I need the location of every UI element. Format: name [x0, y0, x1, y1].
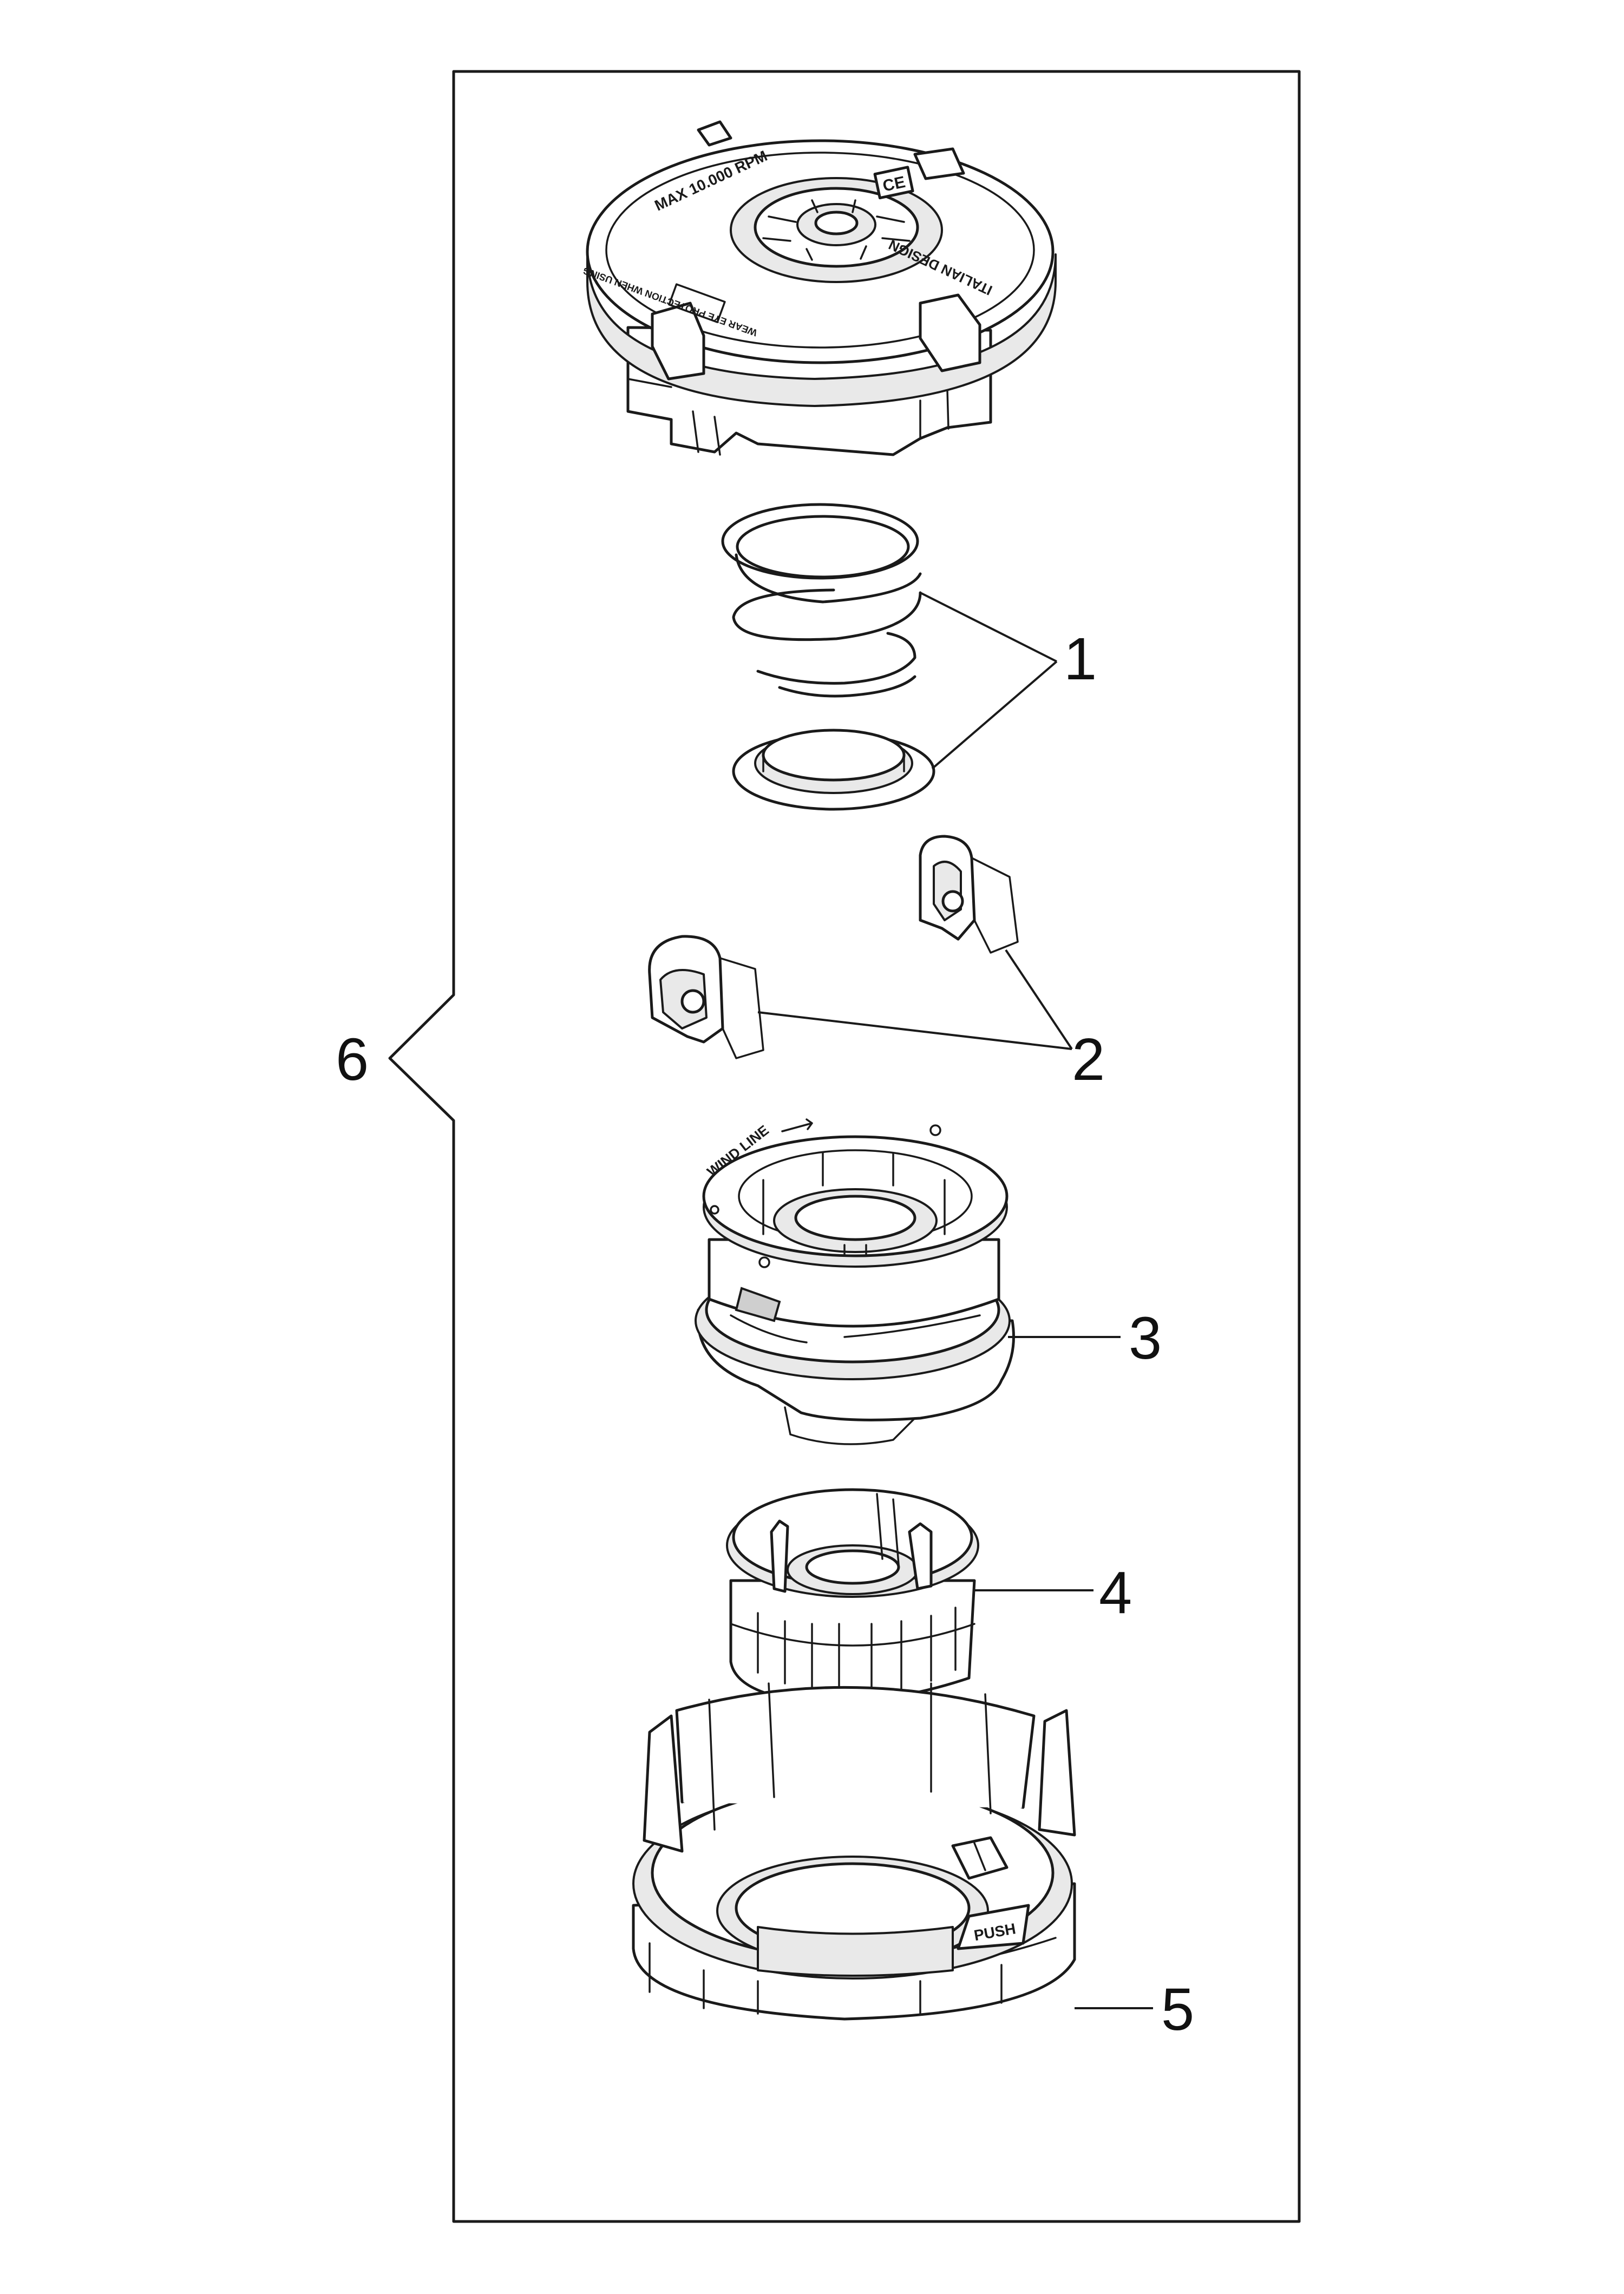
inner-hub [726, 1488, 979, 1704]
spool: WIND LINE [695, 1118, 1015, 1445]
leader-2-right [1005, 949, 1073, 1050]
leader-1-spring [920, 592, 1057, 663]
eyelet-right [919, 835, 1019, 954]
leader-1-washer [931, 660, 1058, 770]
assembly-frame [388, 70, 1301, 2223]
eyelet-left [648, 935, 764, 1059]
spring [721, 503, 922, 698]
trimmer-head-cover: CE MAX 10.000 RPM ITALIAN DESIGN WEAR EY… [581, 120, 1057, 456]
washer [732, 729, 935, 811]
callout-4: 4 [1099, 1559, 1132, 1626]
callout-6: 6 [336, 1026, 369, 1093]
callout-1: 1 [1064, 626, 1097, 692]
callout-3: 3 [1129, 1305, 1162, 1372]
callout-2: 2 [1072, 1026, 1105, 1093]
base-housing: PUSH [632, 1682, 1076, 2021]
leader-2-left [757, 1011, 1072, 1050]
callout-5: 5 [1161, 1976, 1194, 2043]
